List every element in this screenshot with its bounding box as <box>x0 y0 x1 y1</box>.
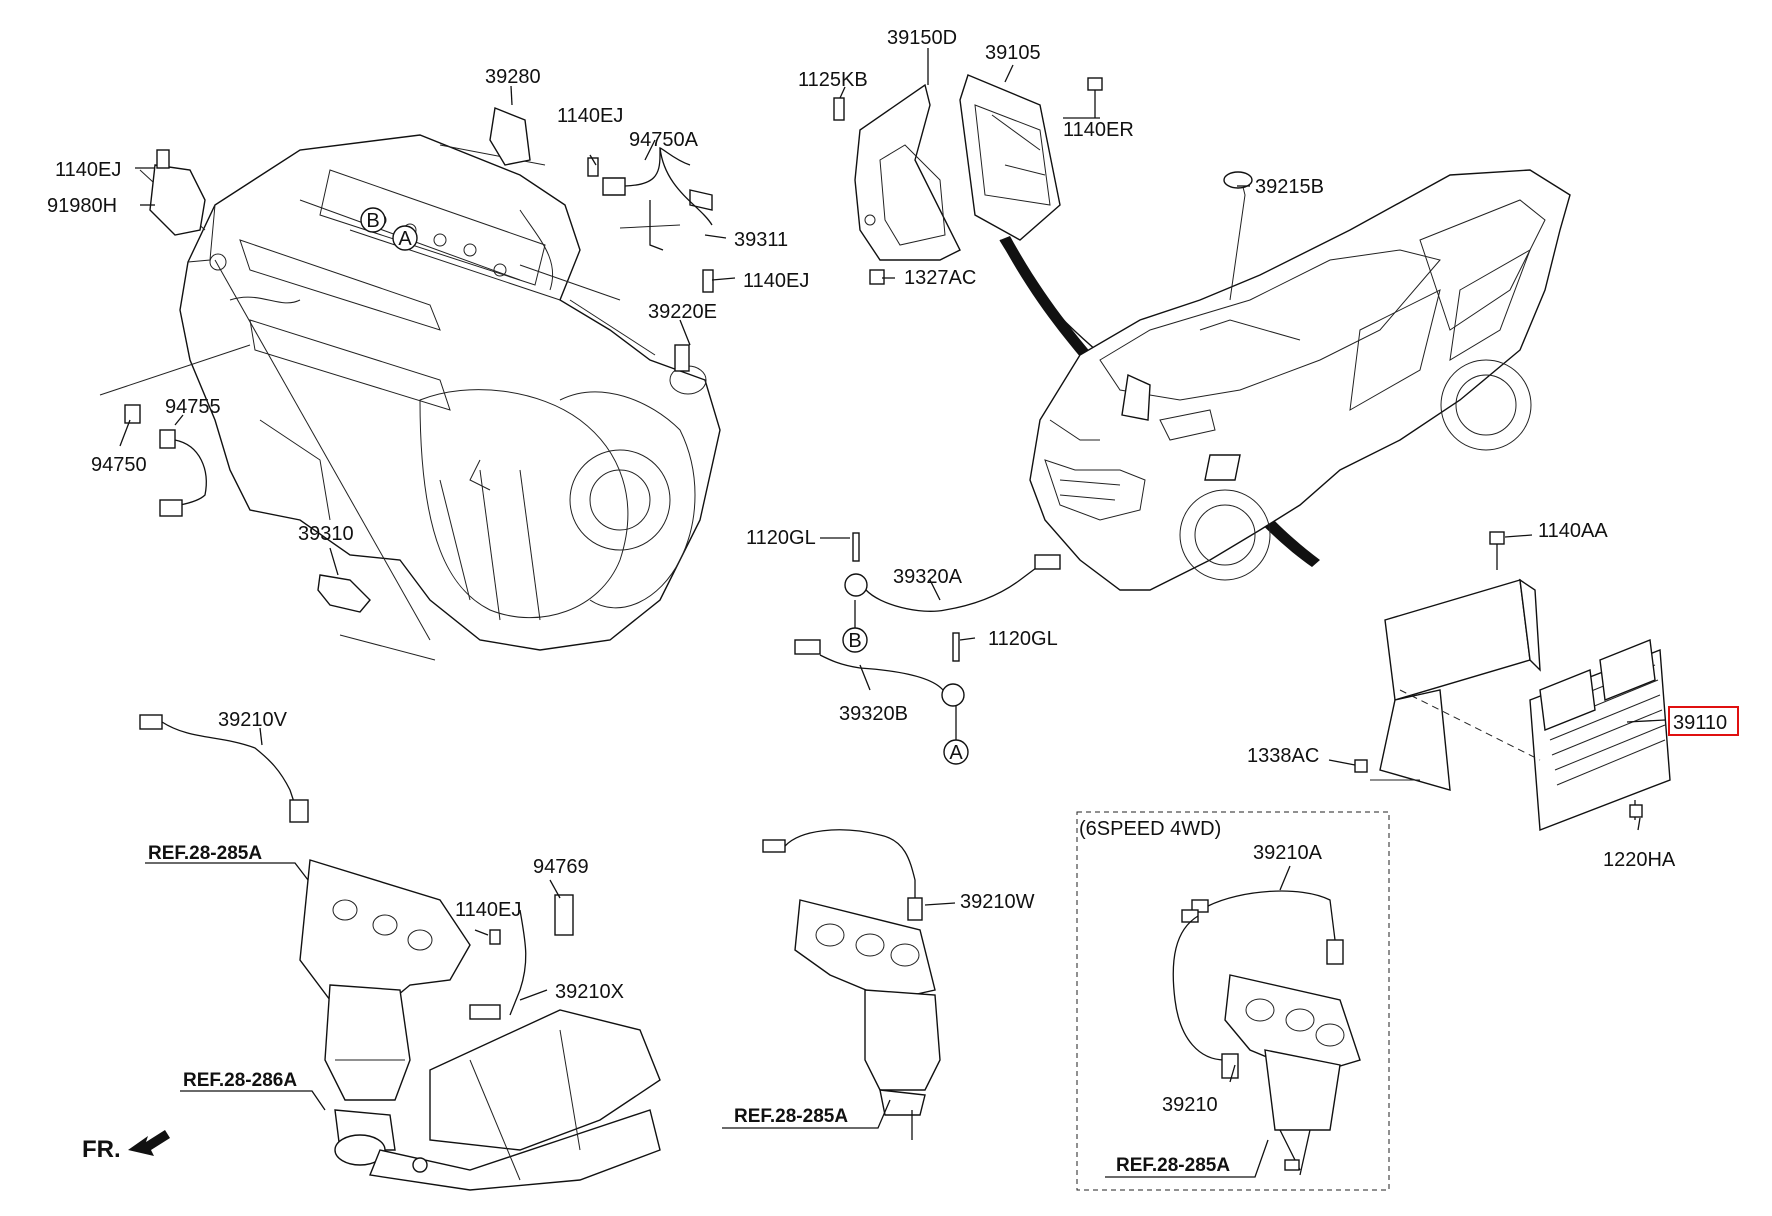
part-label-39215B[interactable]: 39215B <box>1255 176 1324 198</box>
ref-label-285A-left[interactable]: REF.28-285A <box>148 843 262 864</box>
part-label-39220E[interactable]: 39220E <box>648 301 717 323</box>
part-label-1140EJ-left[interactable]: 1140EJ <box>55 159 121 181</box>
part-label-1327AC[interactable]: 1327AC <box>904 267 976 289</box>
part-label-1338AC[interactable]: 1338AC <box>1247 745 1319 767</box>
sixspeed-4wd-box <box>1076 811 1390 1191</box>
ref-label-285A-mid[interactable]: REF.28-285A <box>734 1106 848 1127</box>
ecu-unit <box>1354 531 1671 831</box>
highlight-box-39110 <box>1668 706 1739 736</box>
ref-label-285A-right[interactable]: REF.28-285A <box>1116 1155 1230 1176</box>
part-label-39210A[interactable]: 39210A <box>1253 842 1323 864</box>
part-label-39280[interactable]: 39280 <box>485 66 541 88</box>
part-label-1140EJ-bot[interactable]: 1140EJ <box>455 899 521 921</box>
part-label-1140ER[interactable]: 1140ER <box>1063 119 1134 141</box>
part-label-39150D[interactable]: 39150D <box>887 27 957 49</box>
part-label-39310[interactable]: 39310 <box>298 523 354 545</box>
part-label-39105[interactable]: 39105 <box>985 42 1041 64</box>
callout-a-engine <box>392 225 418 251</box>
part-label-1125KB[interactable]: 1125KB <box>798 69 868 91</box>
part-label-39210[interactable]: 39210 <box>1162 1094 1218 1116</box>
part-label-1140EJ-top[interactable]: 1140EJ <box>557 105 623 127</box>
callout-b-sensor-text: B <box>848 630 861 652</box>
part-label-39311[interactable]: 39311 <box>734 229 788 251</box>
part-label-39320B[interactable]: 39320B <box>839 703 908 725</box>
vehicle-illustration <box>1029 169 1571 591</box>
part-label-94769[interactable]: 94769 <box>533 856 589 878</box>
label-leaders <box>119 48 1666 1178</box>
part-label-1120GL-top[interactable]: 1120GL <box>746 527 816 549</box>
engine-sensors <box>124 107 714 613</box>
engine-assembly <box>179 134 721 651</box>
part-label-94750A[interactable]: 94750A <box>629 129 699 151</box>
callout-a-engine-text: A <box>398 228 412 250</box>
part-label-39210X[interactable]: 39210X <box>555 981 624 1003</box>
part-label-1140AA[interactable]: 1140AA <box>1538 520 1608 542</box>
callout-b-engine-text: B <box>366 210 379 232</box>
ref-label-286A[interactable]: REF.28-286A <box>183 1070 297 1091</box>
part-label-1220HA[interactable]: 1220HA <box>1603 849 1676 871</box>
callout-a-sensor-text: A <box>949 742 963 764</box>
part-label-39210V[interactable]: 39210V <box>218 709 288 731</box>
part-label-39320A[interactable]: 39320A <box>893 566 963 588</box>
part-label-1140EJ-mid[interactable]: 1140EJ <box>743 270 809 292</box>
callout-circles <box>360 207 969 765</box>
part-label-39210W[interactable]: 39210W <box>960 891 1035 913</box>
part-label-91980H[interactable]: 91980H <box>47 195 117 217</box>
callout-b-engine <box>360 207 386 233</box>
middle-exhaust-manifold <box>762 829 941 1140</box>
callout-a-sensor <box>943 739 969 765</box>
front-arrow-icon <box>128 1130 170 1156</box>
ecu-bracket-top <box>833 74 1121 371</box>
part-label-94750[interactable]: 94750 <box>91 454 147 476</box>
part-label-94755[interactable]: 94755 <box>165 396 221 418</box>
callout-b-sensor <box>842 627 868 653</box>
box-title-6speed-4wd: (6SPEED 4WD) <box>1079 818 1221 840</box>
part-label-1120GL-bot[interactable]: 1120GL <box>988 628 1058 650</box>
left-exhaust-manifold <box>139 714 661 1191</box>
front-label: FR. <box>82 1136 121 1163</box>
part-label-39110[interactable]: 39110 <box>1673 712 1727 734</box>
